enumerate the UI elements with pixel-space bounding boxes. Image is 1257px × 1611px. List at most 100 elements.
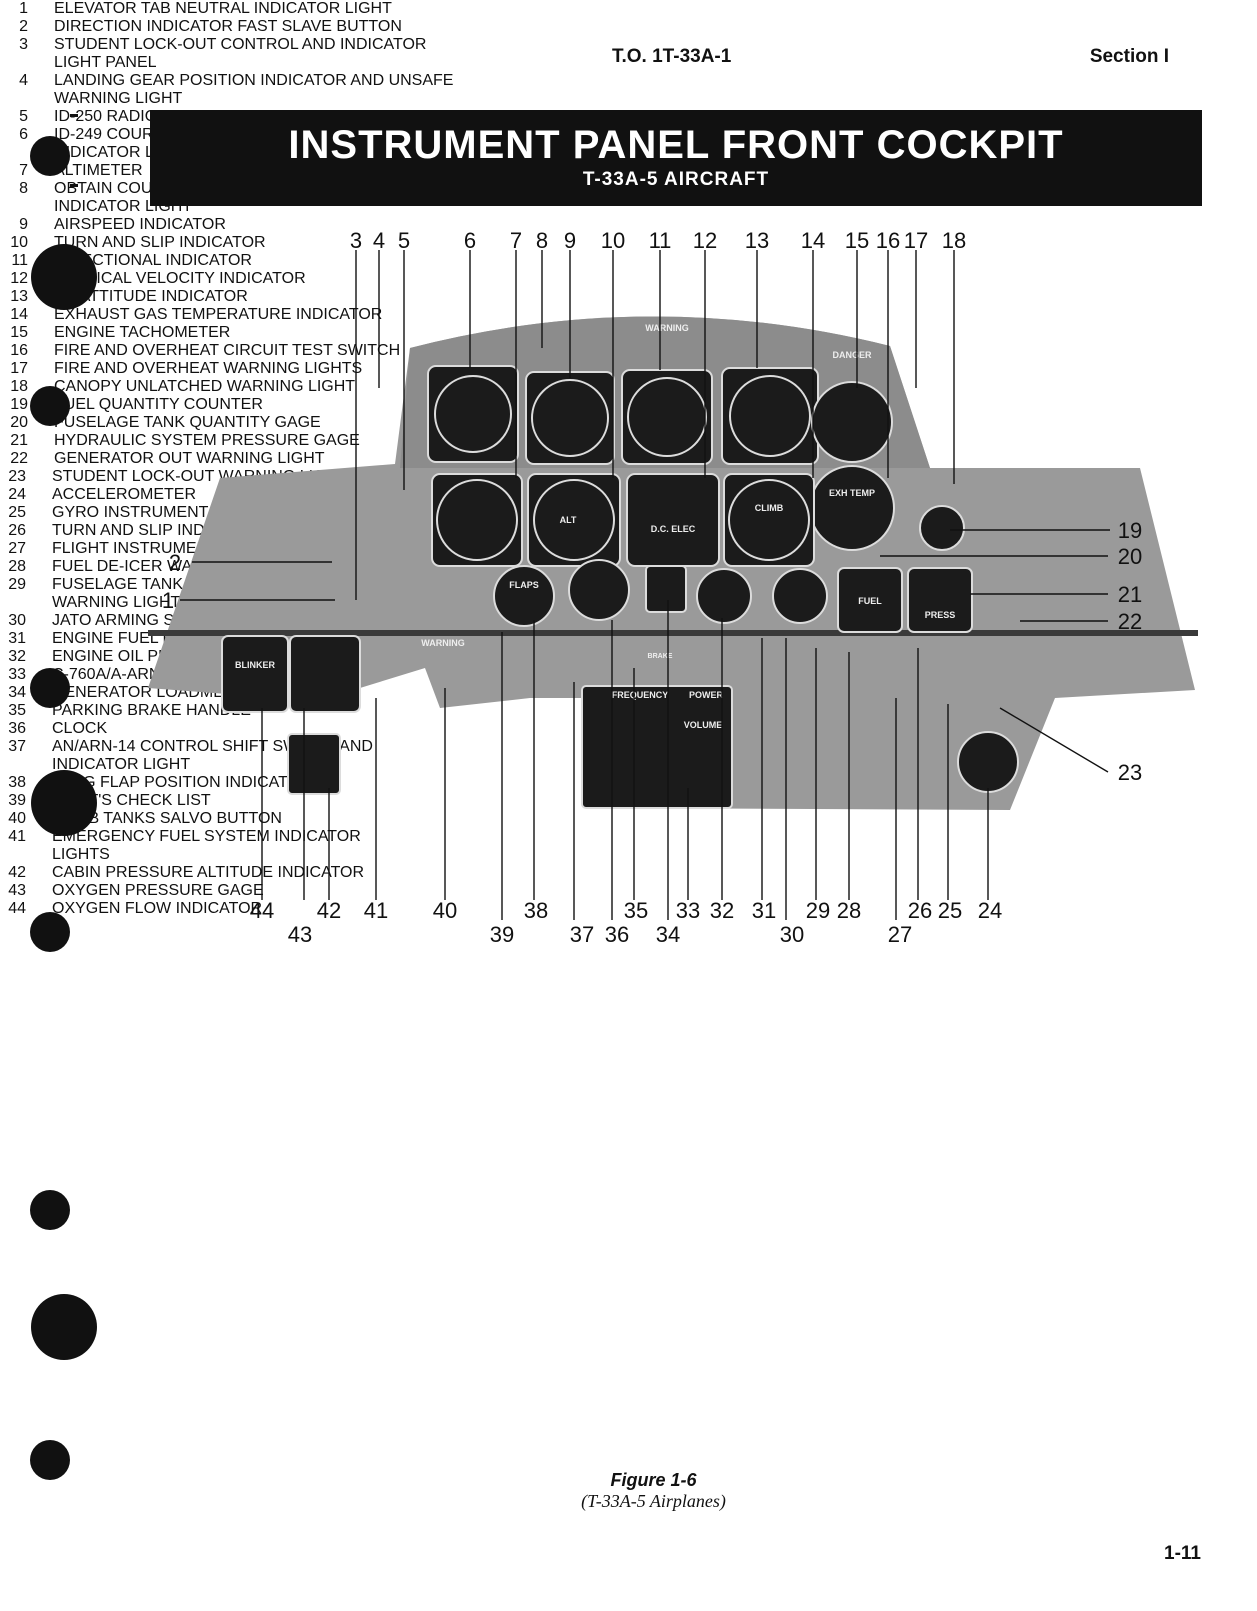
legend-item-number: 39	[8, 792, 26, 809]
callout-27: 27	[888, 922, 912, 947]
callout-31: 31	[752, 898, 776, 923]
legend-item: 11 DIRECTIONAL INDICATOR	[0, 252, 1257, 270]
alt-label: ALT	[560, 515, 577, 525]
fuel-pressure-gage	[772, 568, 828, 624]
callout-44: 44	[250, 898, 274, 923]
legend-item-text: EXHAUST GAS TEMPERATURE INDICATOR	[54, 306, 383, 323]
legend-item-number: 15	[10, 324, 28, 341]
hydraulic-pressure-gage	[907, 567, 973, 633]
callout-7: 7	[510, 228, 522, 253]
legend-item-text: J-8 ATTITUDE INDICATOR	[54, 288, 248, 305]
fuselage-tank-gage	[837, 567, 903, 633]
legend-item-number: 21	[10, 432, 28, 449]
binder-hole	[30, 1440, 70, 1480]
fuel-quantity-counter	[919, 505, 965, 551]
legend-item-number: 40	[8, 810, 26, 827]
volume-label: VOLUME	[684, 720, 723, 730]
binder-hole	[30, 1190, 70, 1230]
legend-item-number: 29	[8, 576, 26, 593]
callout-3: 3	[350, 228, 362, 253]
fuel-label: FUEL	[858, 596, 882, 606]
binder-hole	[30, 386, 70, 426]
legend-item-number: 14	[10, 306, 28, 323]
legend-item-number: 24	[8, 486, 26, 503]
legend-item-text: OXYGEN FLOW INDICATOR	[52, 900, 263, 917]
legend-item-number: 43	[8, 882, 26, 899]
callout-16: 16	[876, 228, 900, 253]
altimeter-dial	[533, 479, 615, 561]
legend-item-number: 20	[10, 414, 28, 431]
binder-hole	[30, 912, 70, 952]
callout-11: 11	[649, 228, 672, 253]
callout-5: 5	[398, 228, 410, 253]
legend-item-number: 30	[8, 612, 26, 629]
legend-item: 20 FUSELAGE TANK QUANTITY GAGE	[0, 414, 1257, 432]
legend-item-number: 25	[8, 504, 26, 521]
legend-item-number: 4	[19, 72, 28, 89]
legend-item-number: 18	[10, 378, 28, 395]
callout-25: 25	[938, 898, 962, 923]
legend-item-text: ACCELEROMETER	[52, 486, 197, 503]
page-title: INSTRUMENT PANEL FRONT COCKPIT	[288, 123, 1064, 167]
callout-10: 10	[601, 228, 625, 253]
legend-item-text: CLOCK	[52, 720, 108, 737]
callout-17: 17	[904, 228, 928, 253]
legend-item-text: DIRECTIONAL INDICATOR	[54, 252, 252, 269]
callout-8: 8	[536, 228, 548, 253]
legend-item-number: 8	[19, 180, 28, 197]
callout-41: 41	[364, 898, 388, 923]
callout-19: 19	[1118, 518, 1142, 543]
turn-and-slip-indicator	[626, 473, 720, 567]
callout-37: 37	[570, 922, 594, 947]
callout-35: 35	[624, 898, 648, 923]
callout-6: 6	[464, 228, 476, 253]
blinker-label: BLINKER	[235, 660, 275, 670]
oil-pressure-gage	[696, 568, 752, 624]
legend-item-text: VERTICAL VELOCITY INDICATOR	[54, 270, 306, 287]
callout-22: 22	[1118, 609, 1142, 634]
legend-item: 21 HYDRAULIC SYSTEM PRESSURE GAGE	[0, 432, 1257, 450]
oxygen-pressure-gage	[289, 635, 361, 713]
legend-item: 14 EXHAUST GAS TEMPERATURE INDICATOR	[0, 306, 1257, 324]
callout-43: 43	[288, 922, 312, 947]
callout-32: 32	[710, 898, 734, 923]
callout-33: 33	[676, 898, 700, 923]
legend-item-number: 11	[11, 252, 28, 269]
callout-29: 29	[806, 898, 830, 923]
legend-item-text: FUSELAGE TANK QUANTITY GAGE	[54, 414, 321, 431]
callout-13: 13	[745, 228, 769, 253]
legend-item-number: 26	[8, 522, 26, 539]
callout-24: 24	[978, 898, 1002, 923]
callout-26: 26	[908, 898, 932, 923]
legend-item-number: 28	[8, 558, 26, 575]
rmi-dial	[436, 479, 518, 561]
callout-20: 20	[1118, 544, 1142, 569]
legend-item-text: STUDENT LOCK-OUT CONTROL AND INDICATOR L…	[54, 36, 427, 71]
legend-item-number: 7	[19, 162, 28, 179]
legend-item-text: FIRE AND OVERHEAT WARNING LIGHTS	[54, 360, 363, 377]
exhaust-temp-dial	[809, 465, 895, 551]
legend-item-number: 27	[8, 540, 26, 557]
callout-14: 14	[801, 228, 825, 253]
wing-flap-indicator	[493, 565, 555, 627]
legend-item-text: GENERATOR OUT WARNING LIGHT	[54, 450, 325, 467]
legend-item-text: AIRSPEED INDICATOR	[54, 216, 226, 233]
legend-item-text: ENGINE TACHOMETER	[54, 324, 231, 341]
legend-item-text: HYDRAULIC SYSTEM PRESSURE GAGE	[54, 432, 360, 449]
tachometer-dial	[811, 381, 893, 463]
course-indicator-dial	[434, 375, 512, 453]
legend-item-text: TURN AND SLIP INDICATOR	[54, 234, 266, 251]
callout-18: 18	[942, 228, 966, 253]
instrument-panel-figure: WARNING DANGER BLINKER D.C. ELEC ALT CLI…	[148, 228, 1198, 947]
callout-39: 39	[490, 922, 514, 947]
legend-item-number: 2	[19, 18, 28, 35]
